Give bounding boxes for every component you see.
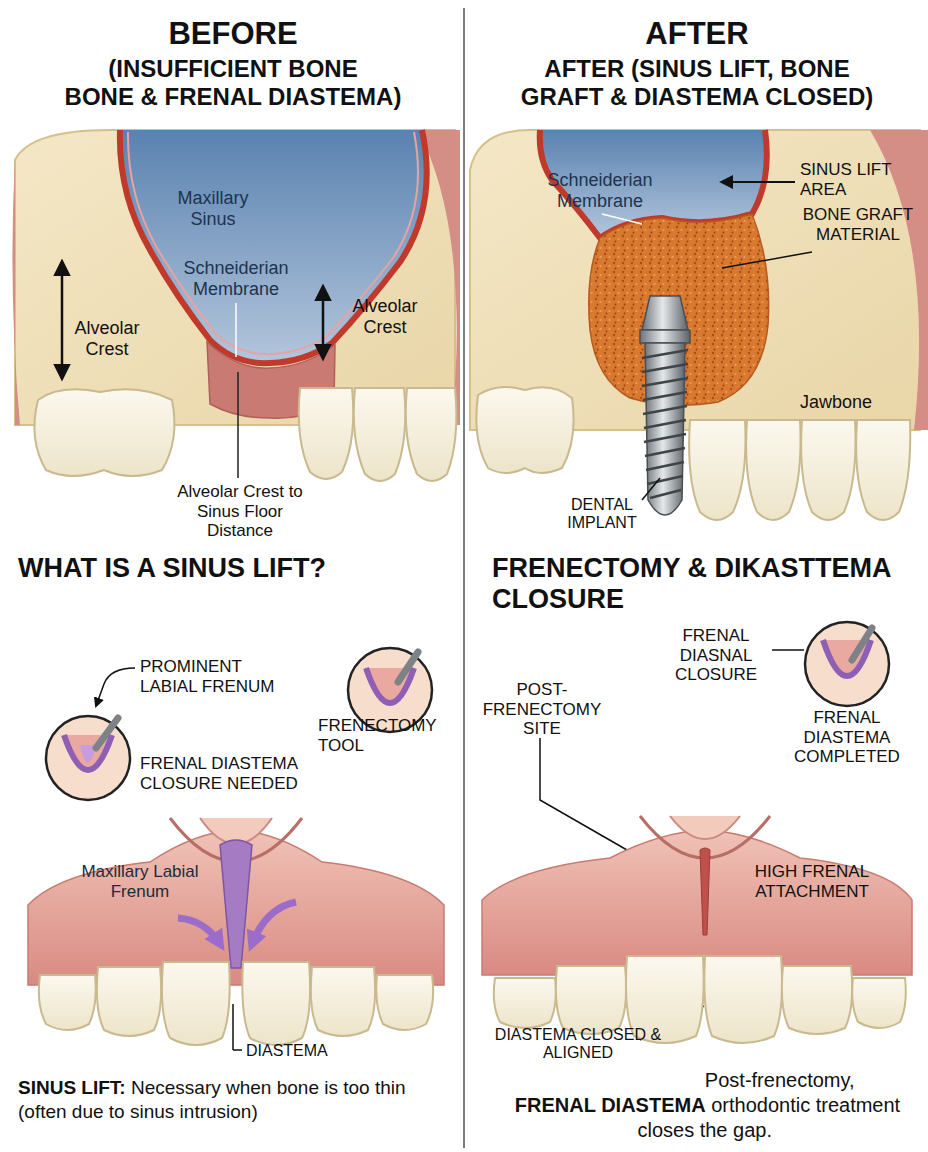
leader-line [602,214,642,224]
gum-arch [162,962,230,1045]
gum-arch [556,966,626,1034]
inset-circle [852,628,872,660]
gum-arch [782,966,852,1034]
gum-arch [700,848,710,935]
gum-arch [39,975,96,1030]
leader-line [96,668,135,706]
before-cross-section [15,130,455,425]
part-label: FRENECTOMY TOOL [318,716,428,755]
part-label: DIASTEMA [246,1042,366,1060]
after-cross-section [470,130,920,430]
caption: SINUS LIFT:Necessary when bone is too th… [18,1076,453,1124]
dental-implant [642,350,688,498]
gum-arch [482,830,912,975]
before-cross-section [12,160,20,425]
purple-arrow [178,918,220,944]
gum-arch [28,818,444,1045]
gum-arch [97,967,161,1036]
part-label: Alveolar Crest [340,296,430,337]
panel-subheading: BONE & FRENAL DIASTEMA) [23,83,443,111]
leader-line [772,649,804,651]
gum-arch [311,967,375,1036]
panel-subheading: (INSUFFICIENT BONE [23,55,443,83]
dimension-label: Alveolar Crest to Sinus Floor Distance [165,482,315,541]
leader-line [642,478,660,500]
purple-arrow [178,902,296,944]
caption-lead: FRENAL DIASTEMA [515,1094,706,1116]
part-label: Jawbone [800,392,900,413]
inset-circle [805,622,889,706]
part-label: HIGH FRENAL ATTACHMENT [742,862,882,901]
before-cross-section [299,388,354,479]
part-label: SINUS LIFT AREA [800,160,910,199]
gum-arch [220,840,252,968]
after-cross-section [476,387,573,473]
gum-arch [494,978,556,1028]
leader-line [232,1004,234,1050]
before-cross-section [354,388,406,481]
section-heading: FRENECTOMY & DIKASTTEMA CLOSURE [492,553,912,615]
leader-line [722,181,795,183]
inset-circle [805,622,889,706]
before-cross-section [12,130,460,481]
before-cross-section [406,388,457,481]
inset-circle [398,652,418,682]
part-label: BONE GRAFT MATERIAL [798,205,918,244]
gum-arch [704,956,782,1043]
inset-circle [96,718,118,748]
panel-subheading: GRAFT & DIASTEMA CLOSED) [472,83,922,111]
part-label: FRENAL DIASTEMA CLOSURE NEEDED [140,754,330,793]
dental-implant [642,296,688,330]
gum-arch [376,975,433,1030]
gum-arch [852,978,906,1028]
gum-arch [482,816,912,1043]
section-heading: WHAT IS A SINUS LIFT? [18,553,458,584]
part-label: DIASTEMA CLOSED & ALIGNED [493,1026,663,1063]
panel-divider [463,8,465,1148]
after-cross-section [801,420,855,520]
part-label: Alveolar Crest [62,318,152,359]
gum-arch [28,830,444,985]
part-label: POST-FRENECTOMY SITE [482,680,602,739]
caption-text: Post-frenectomy, [505,1068,904,1093]
part-label: PROMINENT LABIAL FRENUM [140,657,280,696]
caption-lead: SINUS LIFT: [18,1077,126,1098]
dental-implant [640,330,690,343]
leader-line [236,303,238,478]
leader-line [233,1049,242,1051]
measure-arrow [62,262,323,378]
leader-line [237,372,239,478]
part-label: Schneiderian Membrane [530,170,670,211]
part-label: Schneiderian Membrane [166,258,306,299]
panel-heading: BEFORE [73,16,393,52]
measure-arrow [61,262,64,378]
inset-circle [46,716,130,800]
before-cross-section [34,389,174,476]
measure-arrow [322,287,325,358]
after-cross-section [856,420,910,520]
leader-line [722,252,812,268]
gum-arch [670,816,740,839]
caption: Post-frenectomy,FRENAL DIASTEMAorthodont… [505,1068,910,1143]
part-label: FRENAL DIASNAL CLOSURE [661,626,771,685]
after-cross-section [746,420,800,520]
part-label: DENTAL IMPLANT [547,496,657,533]
part-label: Maxillary Labial Frenum [80,862,200,901]
leader-line [235,303,237,357]
gum-arch [242,962,310,1045]
part-label: FRENAL DIASTEMA COMPLETED [777,708,917,767]
leader-line [602,182,812,500]
panel-heading: AFTER [537,16,857,52]
dental-implant [640,296,690,515]
purple-arrow [252,902,296,944]
inset-circle [46,648,432,800]
panel-subheading: AFTER (SINUS LIFT, BONE [472,55,922,83]
part-label: Maxillary Sinus [158,188,268,229]
after-cross-section [470,130,928,520]
after-cross-section [689,420,745,520]
